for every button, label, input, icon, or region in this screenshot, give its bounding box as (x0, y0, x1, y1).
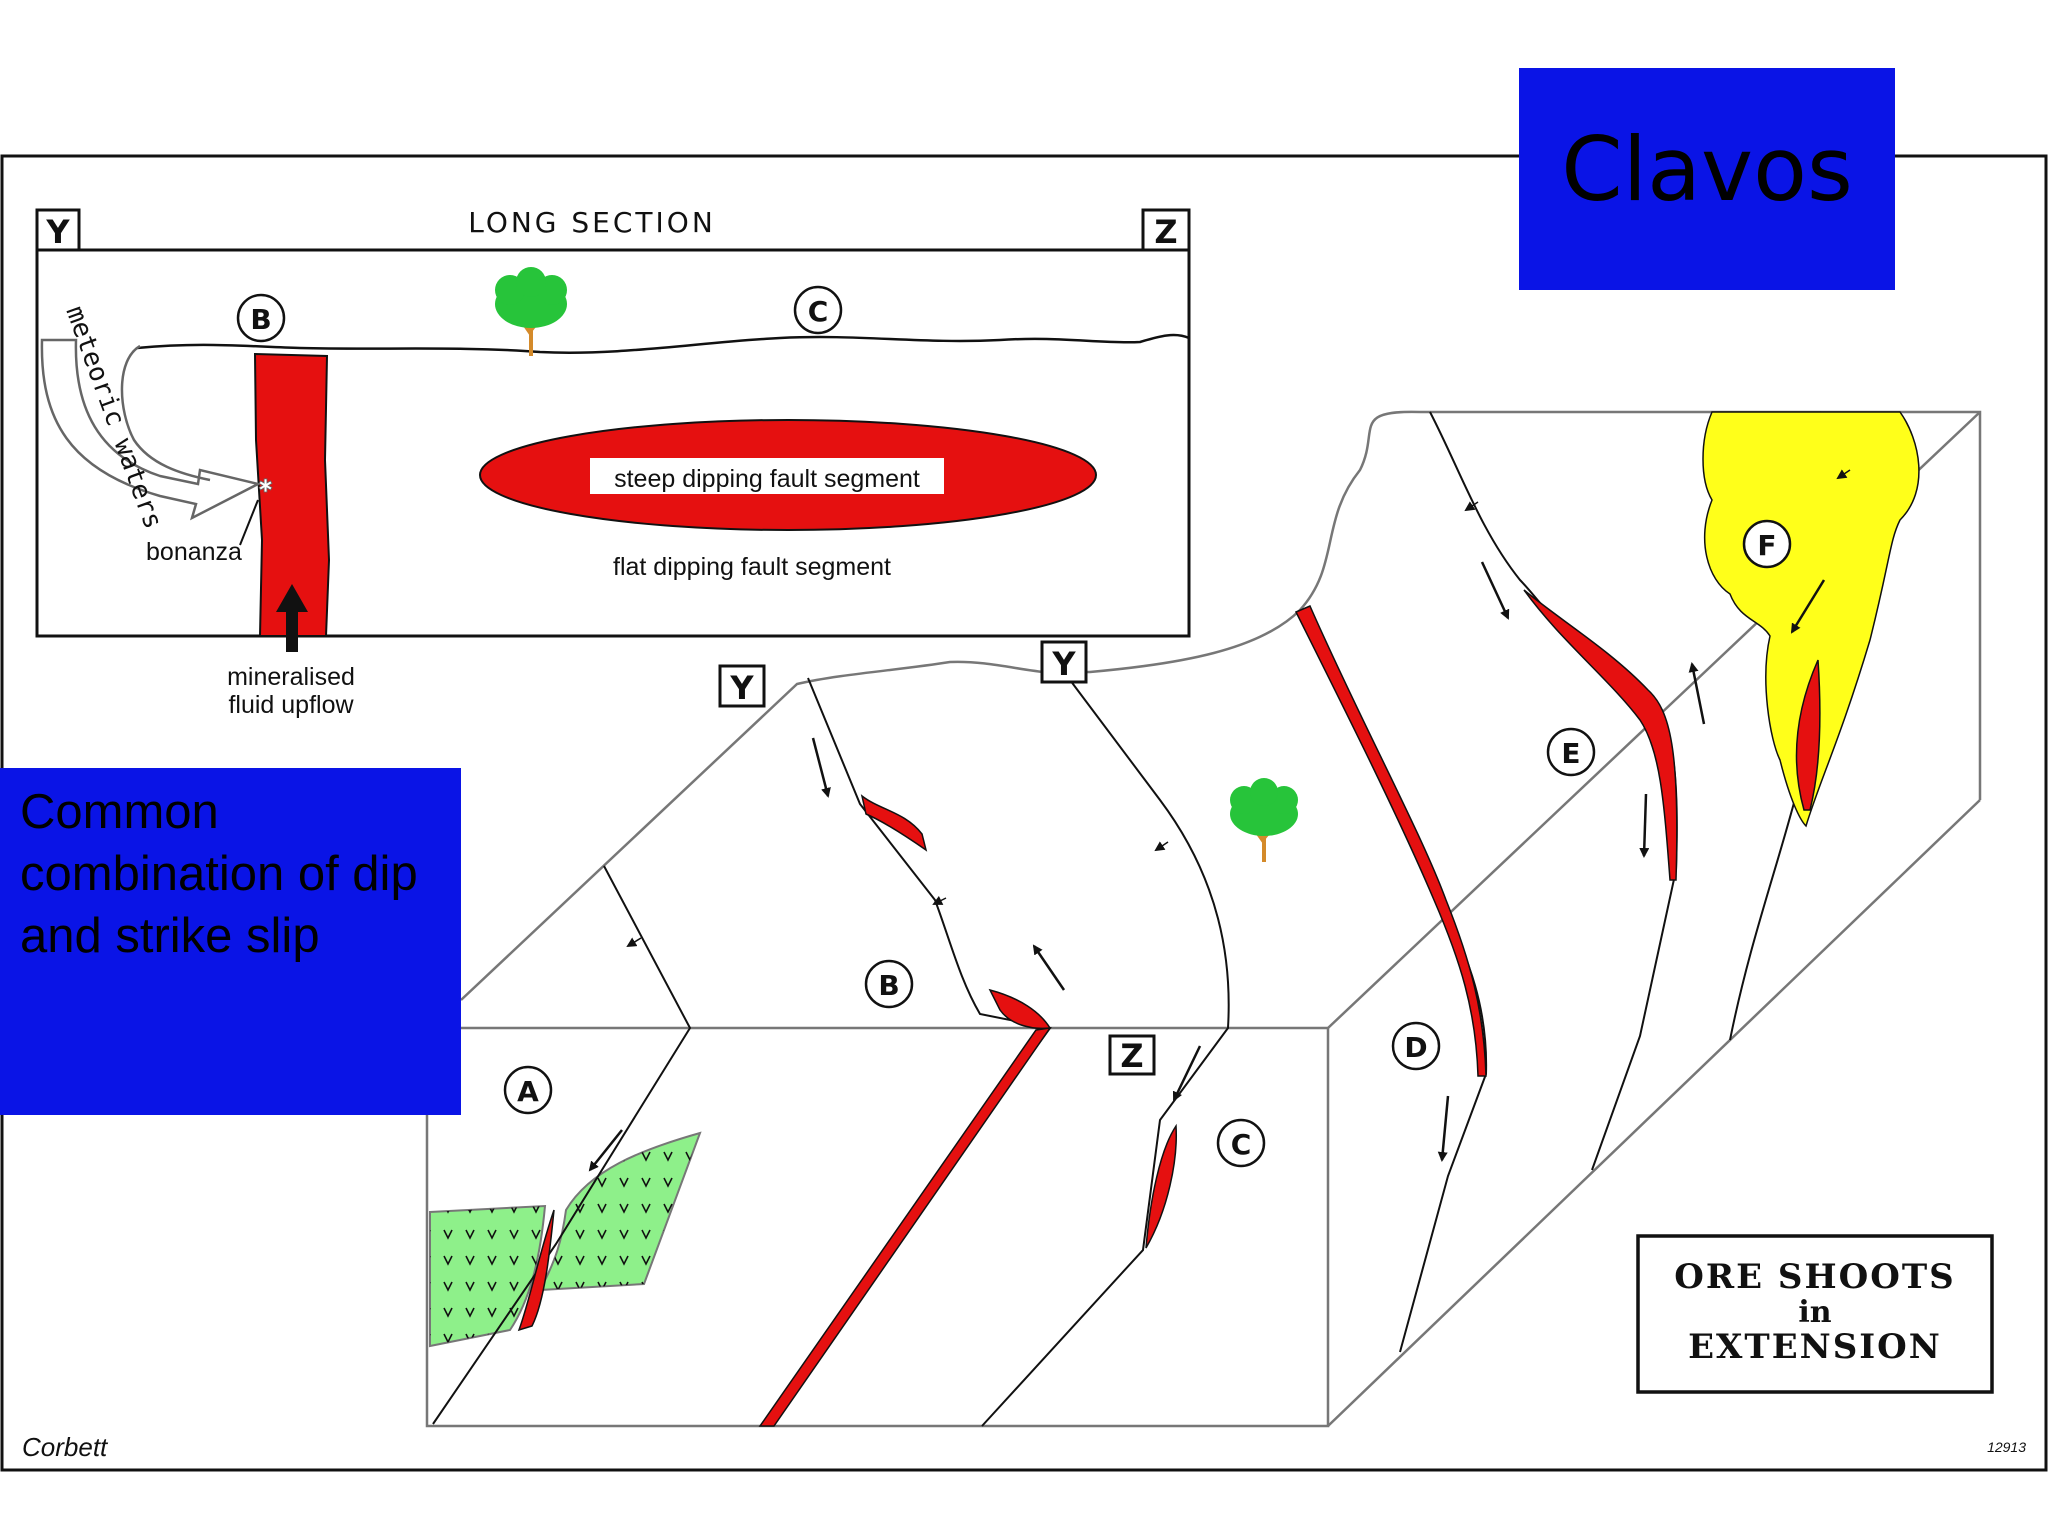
long-section-heading: LONG SECTION (468, 206, 716, 239)
section-end-box-right (1141, 208, 1191, 252)
long-section: Y Z LONG SECTION steep dipping fault seg… (35, 206, 1191, 719)
svg-text:B: B (878, 969, 899, 1002)
svg-text:A: A (517, 1075, 539, 1108)
dip-arrow-icon-1 (626, 937, 642, 948)
block-marker-c: C (1216, 1118, 1266, 1168)
fault-b (761, 677, 1052, 1427)
dip-arrow-icon-5 (1836, 469, 1851, 480)
vertical-ore-shoot (253, 352, 331, 637)
slip-arrow-icon-7 (1688, 662, 1706, 725)
bonanza-star-icon: ✱ (258, 476, 273, 496)
caption-box: Common combination of dip and strike sli… (0, 768, 461, 1115)
alteration-zone-right-pattern (540, 1133, 700, 1290)
block-end-y2: Y (1051, 645, 1076, 683)
ground-surface (136, 333, 1190, 354)
ore-shoot-a (517, 1209, 555, 1332)
bonanza-pointer (239, 499, 259, 546)
caption-line-2: combination of dip (20, 847, 418, 901)
upflow-arrow-icon (276, 584, 308, 652)
ore-shoot-b-bend (988, 988, 1052, 1030)
section-end-box-left (35, 208, 81, 252)
legend-line-2: in (1798, 1295, 1831, 1330)
block-end-box-y1 (718, 664, 766, 708)
fault-c (981, 679, 1230, 1427)
section-end-left: Y (45, 213, 70, 251)
slip-arrow-icon-3 (588, 1129, 623, 1172)
caption-line-1: Common (20, 785, 219, 839)
ore-shoot-c (1145, 1123, 1177, 1249)
slip-arrow-icon-4 (1172, 1045, 1202, 1102)
block-marker-d: D (1391, 1021, 1441, 1071)
dip-arrow-icon-3 (1154, 841, 1169, 852)
upflow-label-2: fluid upflow (228, 691, 354, 719)
tree-icon (495, 267, 567, 356)
bonanza-label: bonanza (146, 538, 242, 566)
block-end-z: Z (1120, 1037, 1143, 1075)
steep-label: steep dipping fault segment (614, 465, 920, 493)
block-end-y1: Y (729, 669, 754, 707)
ore-shoot-d (1294, 605, 1487, 1077)
ore-shoot-b-upper (860, 794, 928, 852)
slip-arrow-icon-6 (1480, 561, 1510, 620)
slip-arrow-icon-2 (1032, 944, 1066, 991)
credit: Corbett (22, 1432, 109, 1462)
block-outline (425, 1026, 1330, 1428)
fault-a (432, 865, 692, 1425)
long-section-frame (35, 248, 1191, 638)
svg-text:C: C (808, 295, 829, 328)
svg-text:D: D (1404, 1031, 1427, 1064)
section-end-right: Z (1154, 213, 1177, 251)
meteoric-waters-arrow-icon (40, 338, 262, 521)
steep-label-bg (590, 458, 944, 494)
legend-line-3: EXTENSION (1688, 1327, 1942, 1367)
recharge-loop (120, 344, 211, 482)
section-marker-b: B (236, 293, 286, 343)
alteration-zone-left-pattern (430, 1206, 545, 1346)
block-marker-e: E (1546, 727, 1596, 777)
svg-text:F: F (1757, 529, 1776, 562)
legend-line-1: ORE SHOOTS (1674, 1257, 1955, 1297)
svg-text:C: C (1231, 1128, 1252, 1161)
svg-text:E: E (1561, 737, 1580, 770)
upflow-label-1: mineralised (227, 663, 355, 691)
slip-arrow-icon-1 (811, 737, 831, 798)
block-top-surface (460, 410, 1982, 1001)
slip-arrow-icon-9 (1790, 579, 1826, 634)
block-diagram: Y Y Z A B C D E F ORE S (425, 410, 1994, 1428)
block-marker-b: B (864, 959, 914, 1009)
ore-shoot-b-lower (758, 1027, 1052, 1427)
svg-text:B: B (250, 303, 271, 336)
ore-shoot-e (1523, 589, 1678, 881)
dip-arrow-icon-2 (932, 895, 947, 905)
block-tree-icon (1230, 778, 1298, 862)
section-marker-c: C (793, 285, 843, 335)
slide-title: Clavos (1519, 68, 1895, 290)
gossan-f (1702, 411, 1920, 828)
block-marker-a: A (503, 1065, 553, 1115)
block-end-box-z (1108, 1034, 1156, 1076)
caption-line-3: and strike slip (20, 909, 320, 963)
figure-number: 12913 (1987, 1439, 2026, 1455)
slip-arrow-icon-8 (1639, 793, 1650, 858)
flat-label: flat dipping fault segment (613, 553, 891, 581)
ore-shoot-f (1795, 659, 1821, 811)
block-end-box-y2 (1040, 640, 1088, 684)
dip-arrow-icon-4 (1464, 501, 1479, 512)
slip-arrow-icon-5 (1437, 1095, 1450, 1162)
block-marker-f: F (1742, 519, 1792, 569)
legend-box (1636, 1234, 1994, 1394)
fault-e (1429, 411, 1678, 1171)
